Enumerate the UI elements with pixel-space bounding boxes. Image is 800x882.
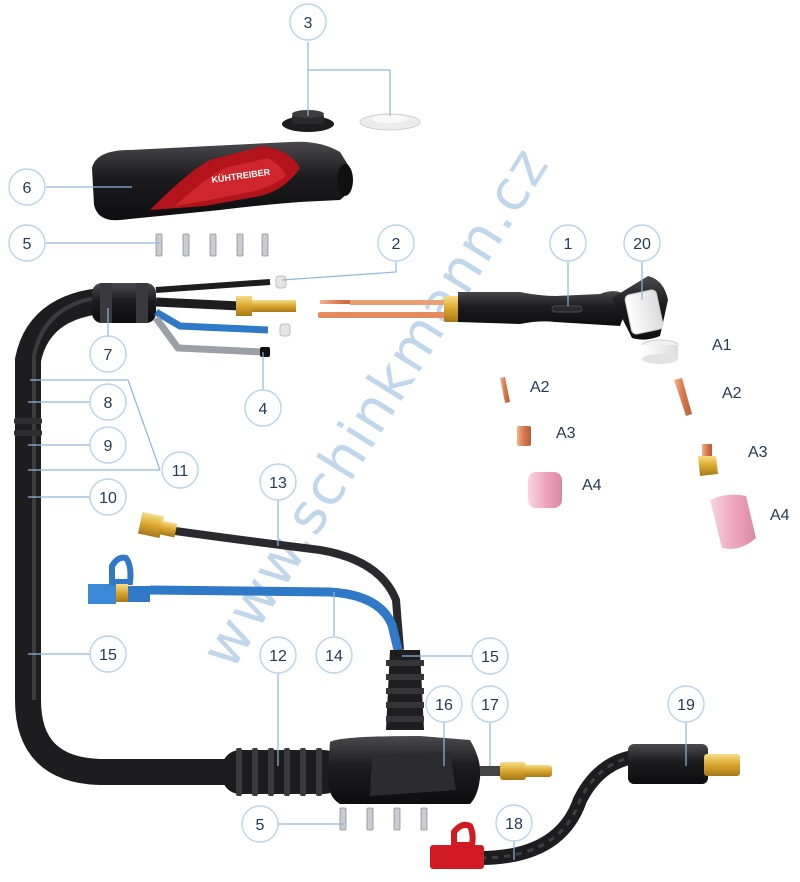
callout-5-top: 5 — [8, 224, 46, 262]
part-18-19-control-cable — [430, 744, 740, 869]
part-15-boot — [386, 650, 424, 730]
label-a2-right: A2 — [722, 385, 742, 402]
callout-9-text: 9 — [104, 438, 113, 455]
part-13-gas-hose — [137, 511, 404, 651]
callout-19-text: 19 — [677, 697, 695, 714]
callout-7-text: 7 — [104, 347, 113, 364]
split-lines — [153, 279, 271, 356]
part-2-insulators — [275, 275, 291, 337]
callout-5-bottom: 5 — [241, 805, 279, 843]
part-5-screws-bottom — [339, 807, 428, 831]
label-a4-right: A4 — [770, 507, 790, 524]
callout-4-text: 4 — [259, 401, 268, 418]
callout-5-bottom-text: 5 — [256, 817, 265, 834]
callout-12-text: 12 — [269, 648, 287, 665]
part-12-protective-sleeve — [222, 748, 342, 796]
callout-15-left: 15 — [89, 635, 127, 673]
part-6-handle: KÜHTREIBER — [92, 141, 353, 221]
callout-16-text: 16 — [435, 697, 453, 714]
part-5-screws-top — [155, 233, 269, 257]
label-a3-left: A3 — [556, 425, 576, 442]
callout-17-text: 17 — [481, 697, 499, 714]
part-a2-collet-right — [674, 378, 692, 416]
main-hose-package — [14, 283, 243, 785]
callout-20-text: 20 — [633, 236, 651, 253]
part-17-gas-adapter — [480, 762, 552, 780]
callout-9: 9 — [89, 426, 127, 464]
part-14-water-hose — [88, 554, 403, 652]
callout-8: 8 — [89, 383, 127, 421]
callout-1: 1 — [549, 224, 587, 262]
part-16-connector-housing — [327, 736, 481, 804]
callout-13-text: 13 — [269, 475, 287, 492]
callout-11: 11 — [161, 451, 199, 489]
part-3-caps — [282, 110, 421, 132]
callout-15-right-text: 15 — [481, 649, 499, 666]
part-a4-nozzle-left — [528, 472, 562, 508]
callout-15-right: 15 — [471, 637, 509, 675]
label-a4-left: A4 — [582, 477, 602, 494]
callout-14: 14 — [315, 636, 353, 674]
callout-3: 3 — [289, 3, 327, 41]
part-a3-collet-body-left — [517, 426, 531, 446]
callout-10: 10 — [89, 478, 127, 516]
callout-3-text: 3 — [304, 15, 313, 32]
callout-4: 4 — [244, 389, 282, 427]
leader-lines — [28, 42, 687, 860]
callout-20: 20 — [623, 224, 661, 262]
callout-18-text: 18 — [505, 816, 523, 833]
callout-2: 2 — [377, 224, 415, 262]
part-a4-nozzle-right — [710, 494, 756, 549]
part-a2-collet-left — [500, 377, 510, 403]
part-a1-insulator — [641, 339, 679, 364]
callout-16: 16 — [425, 685, 463, 723]
callout-14-text: 14 — [325, 648, 343, 665]
callout-1-text: 1 — [564, 236, 573, 253]
part-4-cap — [260, 347, 270, 357]
callout-5-top-text: 5 — [23, 236, 32, 253]
label-a3-right: A3 — [748, 444, 768, 461]
callout-2-text: 2 — [392, 236, 401, 253]
power-connector-nut — [236, 296, 296, 316]
callout-11-text: 11 — [172, 463, 189, 480]
callout-12: 12 — [259, 636, 297, 674]
label-a1: A1 — [712, 337, 732, 354]
callout-6: 6 — [8, 168, 46, 206]
callout-10-text: 10 — [99, 490, 117, 507]
part-1-torch-body — [318, 291, 630, 326]
callout-8-text: 8 — [104, 395, 113, 412]
part-a3-collet-body-right — [698, 444, 718, 476]
callout-7: 7 — [89, 335, 127, 373]
callout-6-text: 6 — [23, 180, 32, 197]
callout-13: 13 — [259, 463, 297, 501]
label-a2-left: A2 — [530, 379, 550, 396]
callout-15-left-text: 15 — [99, 647, 117, 664]
callout-17: 17 — [471, 685, 509, 723]
part-20-torch-head — [612, 276, 668, 340]
callout-18: 18 — [495, 804, 533, 842]
callout-19: 19 — [667, 685, 705, 723]
